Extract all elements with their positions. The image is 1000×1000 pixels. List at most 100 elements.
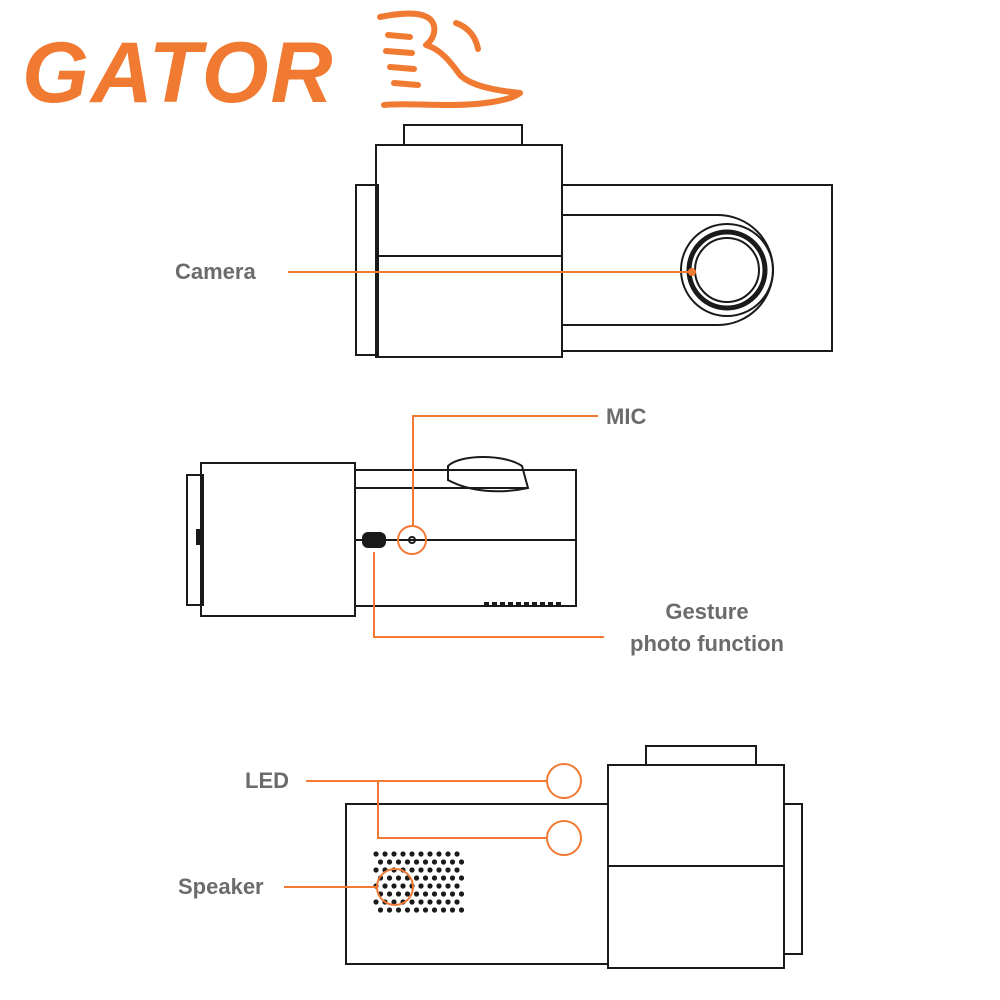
speaker-hole (413, 875, 420, 881)
speaker-hole (427, 867, 433, 873)
gesture-label-line2: photo function (630, 631, 784, 656)
speaker-hole (431, 859, 438, 865)
speaker-hole (391, 883, 397, 889)
speaker-hole (404, 907, 411, 913)
led-label: LED (245, 768, 289, 793)
mic-hole-icon (408, 536, 416, 544)
speaker-hole (391, 851, 397, 857)
speaker-hole (454, 867, 460, 873)
gator-mascot-icon (377, 10, 523, 108)
gator-logo-text: GATOR (22, 25, 335, 121)
speaker-label: Speaker (178, 874, 264, 899)
speaker-hole (422, 891, 429, 897)
speaker-hole (445, 867, 451, 873)
side-body (355, 469, 577, 607)
front-end-cap (355, 184, 379, 356)
speaker-hole (373, 867, 379, 873)
speaker-hole (449, 907, 456, 913)
speaker-hole (445, 883, 451, 889)
speaker-hole (440, 907, 447, 913)
speaker-hole (431, 875, 438, 881)
side-vent-dots (484, 602, 561, 606)
speaker-grille-icon (373, 851, 465, 913)
speaker-hole (436, 883, 442, 889)
mic-leader-line (412, 415, 598, 526)
speaker-hole (427, 883, 433, 889)
speaker-hole (418, 851, 424, 857)
speaker-hole (409, 867, 415, 873)
speaker-hole (440, 891, 447, 897)
speaker-hole (440, 859, 447, 865)
speaker-hole (404, 859, 411, 865)
gesture-sensor-icon (362, 532, 386, 548)
rear-end-cap (783, 803, 803, 955)
speaker-hole (413, 907, 420, 913)
speaker-hole (449, 875, 456, 881)
led-highlight-bottom (546, 820, 582, 856)
front-view (355, 124, 833, 358)
front-mount-clip (403, 124, 523, 145)
speaker-hole (454, 883, 460, 889)
speaker-hole (382, 851, 388, 857)
speaker-hole (422, 875, 429, 881)
gesture-label-line1: Gesture (665, 599, 749, 624)
side-end-cap (186, 474, 204, 606)
side-view (186, 456, 577, 617)
front-lens-bezel (562, 214, 774, 326)
speaker-hole (409, 899, 415, 905)
speaker-hole (458, 907, 465, 913)
front-housing (375, 144, 563, 358)
speaker-hole (395, 875, 402, 881)
mic-label: MIC (606, 404, 647, 429)
speaker-hole (377, 859, 384, 865)
speaker-hole (373, 851, 379, 857)
speaker-hole (445, 851, 451, 857)
speaker-hole (400, 851, 406, 857)
side-mount-knob (447, 456, 530, 493)
speaker-hole (431, 907, 438, 913)
speaker-hole (377, 907, 384, 913)
rear-mount-clip (645, 745, 757, 765)
mic-highlight-circle (397, 525, 427, 555)
speaker-hole (395, 907, 402, 913)
camera-lens-ring (686, 229, 768, 311)
gator-logo: GATOR (22, 30, 335, 116)
speaker-hole (427, 851, 433, 857)
speaker-hole (436, 899, 442, 905)
speaker-hole (386, 859, 393, 865)
rear-view (345, 745, 803, 969)
speaker-hole (404, 891, 411, 897)
speaker-hole (436, 851, 442, 857)
led-highlight-top (546, 763, 582, 799)
camera-label: Camera (175, 259, 256, 284)
speaker-hole (400, 883, 406, 889)
speaker-hole (418, 867, 424, 873)
side-housing (200, 462, 356, 617)
speaker-hole (413, 891, 420, 897)
speaker-hole (449, 859, 456, 865)
speaker-hole (422, 859, 429, 865)
speaker-highlight-circle (376, 868, 414, 906)
speaker-hole (418, 899, 424, 905)
speaker-hole (449, 891, 456, 897)
front-body (561, 184, 833, 352)
speaker-hole (373, 899, 379, 905)
camera-lens-outer (680, 223, 774, 317)
camera-lens-icon (694, 237, 760, 303)
speaker-hole (427, 899, 433, 905)
speaker-hole (436, 867, 442, 873)
speaker-hole (431, 891, 438, 897)
speaker-hole (458, 891, 465, 897)
speaker-hole (418, 883, 424, 889)
speaker-hole (458, 859, 465, 865)
speaker-hole (395, 859, 402, 865)
speaker-hole (386, 907, 393, 913)
gesture-leader-line (373, 552, 604, 638)
speaker-hole (409, 851, 415, 857)
speaker-hole (386, 891, 393, 897)
speaker-hole (382, 883, 388, 889)
speaker-hole (422, 907, 429, 913)
speaker-hole (413, 859, 420, 865)
